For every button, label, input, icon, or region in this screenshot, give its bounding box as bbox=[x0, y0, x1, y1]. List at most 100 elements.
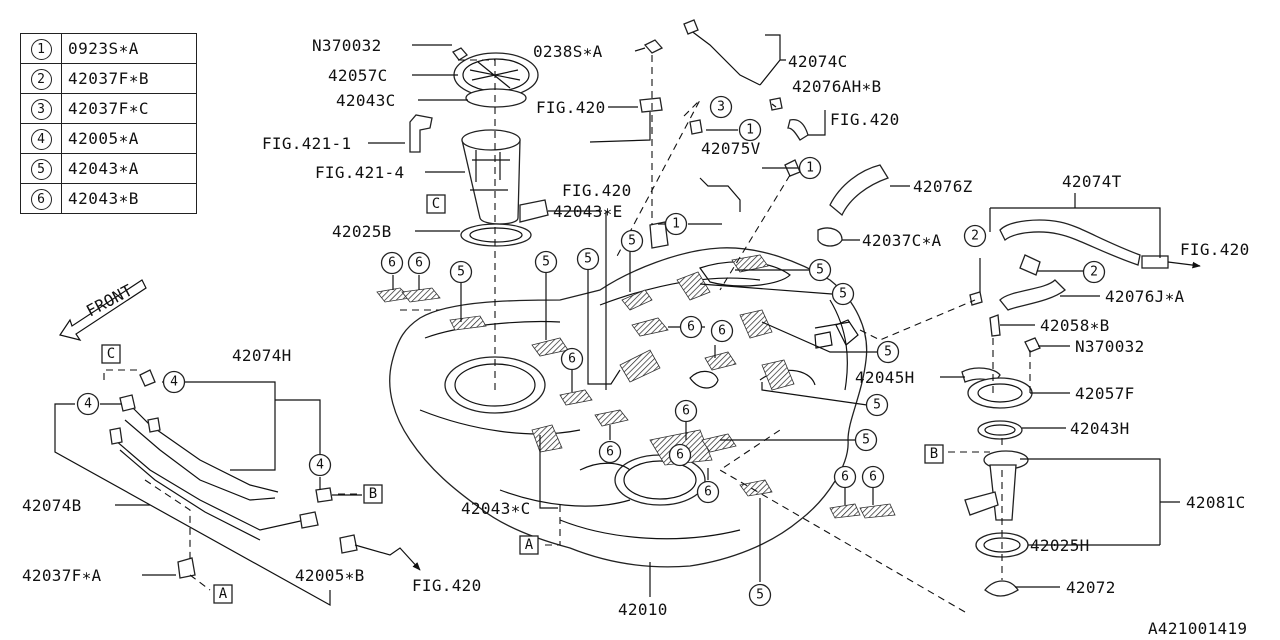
callout-6: 6 bbox=[833, 465, 857, 489]
callout-6: 6 bbox=[696, 480, 720, 504]
seal-42072 bbox=[984, 580, 1019, 597]
callout-6: 6 bbox=[679, 315, 703, 339]
label-42043h: 42043H bbox=[1070, 419, 1130, 438]
callout-6: 6 bbox=[560, 347, 584, 371]
clamp bbox=[769, 97, 783, 111]
label-42076z: 42076Z bbox=[913, 177, 973, 196]
callout-5: 5 bbox=[748, 583, 772, 607]
callout-5: 5 bbox=[876, 340, 900, 364]
callout-5: 5 bbox=[831, 282, 855, 306]
ref-box-a: A bbox=[213, 584, 233, 604]
svg-text:5: 5 bbox=[816, 263, 824, 278]
label-fig420: FIG.420 bbox=[1180, 240, 1250, 259]
svg-text:5: 5 bbox=[457, 265, 465, 280]
callout-6: 6 bbox=[861, 465, 885, 489]
svg-text:C: C bbox=[432, 196, 440, 212]
label-42057f: 42057F bbox=[1075, 384, 1135, 403]
nut-0238s bbox=[643, 39, 664, 54]
svg-text:5: 5 bbox=[584, 252, 592, 267]
label-front: FRONT bbox=[83, 280, 136, 320]
callout-5: 5 bbox=[865, 393, 889, 417]
protector-pad bbox=[739, 479, 773, 497]
dashed-lines bbox=[103, 55, 1031, 613]
svg-text:5: 5 bbox=[873, 398, 881, 413]
svg-text:A: A bbox=[219, 586, 228, 602]
protector-pad bbox=[761, 359, 795, 391]
svg-text:B: B bbox=[930, 446, 938, 462]
protector-pad bbox=[701, 433, 737, 453]
callout-6: 6 bbox=[598, 440, 622, 464]
label-42072: 42072 bbox=[1066, 578, 1116, 597]
legend-number: 6 bbox=[30, 188, 52, 210]
label-42074c: 42074C bbox=[788, 52, 848, 71]
clamp bbox=[1019, 254, 1041, 276]
fuel-line-42074h bbox=[124, 419, 276, 501]
callout-5: 5 bbox=[534, 250, 558, 274]
fuel-pump-module-42081c bbox=[964, 450, 1029, 521]
callout-4: 4 bbox=[308, 453, 332, 477]
label-fig421-4: FIG.421-4 bbox=[315, 163, 404, 182]
protector-pad bbox=[829, 503, 861, 519]
ref-box-b: B bbox=[363, 484, 383, 504]
reference-boxes: C C B B A A bbox=[101, 194, 944, 604]
label-42081c: 42081C bbox=[1186, 493, 1246, 512]
front-arrow-icon bbox=[59, 279, 147, 341]
gasket-42043h bbox=[977, 420, 1023, 440]
label-42057c: 42057C bbox=[328, 66, 388, 85]
svg-text:2: 2 bbox=[1090, 265, 1098, 280]
label-0238s: 0238S∗A bbox=[533, 42, 603, 61]
label-fig420: FIG.420 bbox=[536, 98, 606, 117]
svg-text:5: 5 bbox=[862, 433, 870, 448]
bolt-42058b bbox=[989, 314, 1001, 337]
callout-5: 5 bbox=[449, 260, 473, 284]
callout-5: 5 bbox=[620, 229, 644, 253]
label-fig421-1: FIG.421-1 bbox=[262, 134, 351, 153]
connector bbox=[139, 369, 156, 387]
clip-42005b bbox=[339, 534, 358, 554]
ref-box-c: C bbox=[101, 344, 121, 364]
hose-42075v bbox=[699, 177, 741, 212]
callout-6: 6 bbox=[674, 399, 698, 423]
connector-fig421-1 bbox=[409, 114, 433, 153]
nut-n370032-right bbox=[1024, 337, 1041, 353]
gasket-42043c bbox=[465, 88, 527, 108]
protector-pads bbox=[376, 254, 896, 519]
callout-numbers: 3 1 1 1 2 2 5 5 5 5 6 6 5 5 6 6 5 6 5 6 … bbox=[76, 95, 1106, 607]
svg-text:A: A bbox=[525, 537, 534, 553]
protector-pad bbox=[449, 315, 487, 331]
legend-number: 1 bbox=[30, 38, 52, 60]
label-42076j: 42076J∗A bbox=[1105, 287, 1185, 306]
tube-line bbox=[589, 112, 651, 143]
label-fig420: FIG.420 bbox=[562, 181, 632, 200]
document-id: A421001419 bbox=[1148, 619, 1247, 638]
protector-pad bbox=[631, 317, 669, 337]
connector bbox=[109, 427, 123, 445]
callout-6: 6 bbox=[380, 251, 404, 275]
protector-pad bbox=[731, 254, 769, 273]
protector-pad bbox=[676, 271, 711, 301]
svg-text:5: 5 bbox=[884, 345, 892, 360]
svg-text:5: 5 bbox=[756, 588, 764, 603]
legend-part-code: 0923S∗A bbox=[61, 33, 197, 64]
label-42043c: 42043C bbox=[336, 91, 396, 110]
svg-text:3: 3 bbox=[717, 100, 725, 115]
svg-text:6: 6 bbox=[676, 448, 684, 463]
svg-text:1: 1 bbox=[746, 123, 754, 138]
protector-pad bbox=[619, 349, 661, 383]
label-n370032: N370032 bbox=[312, 36, 382, 55]
svg-text:5: 5 bbox=[542, 255, 550, 270]
callout-1: 1 bbox=[738, 118, 762, 142]
callout-1: 1 bbox=[664, 212, 688, 236]
ref-box-b: B bbox=[924, 444, 944, 464]
svg-text:6: 6 bbox=[388, 256, 396, 271]
legend-number: 2 bbox=[30, 68, 52, 90]
callout-2: 2 bbox=[963, 224, 987, 248]
connector bbox=[119, 394, 136, 412]
connector bbox=[683, 19, 699, 35]
